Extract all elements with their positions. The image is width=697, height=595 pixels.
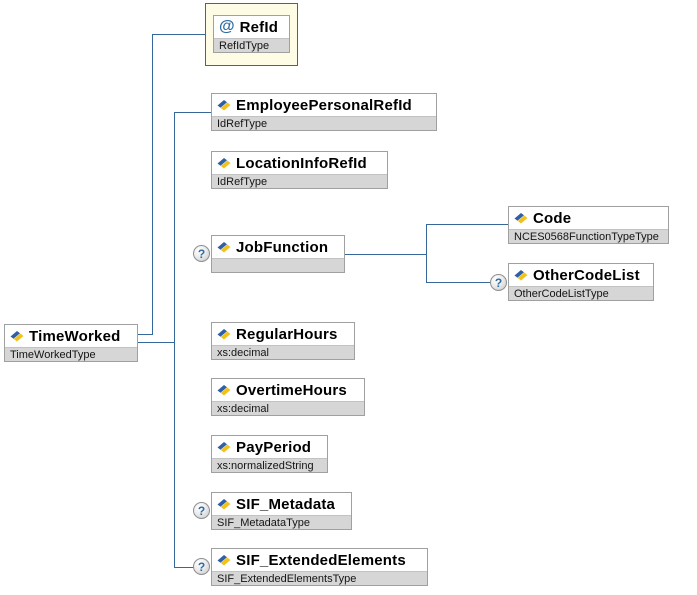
element-icon xyxy=(514,269,528,282)
element-type: RefIdType xyxy=(214,38,289,52)
element-box-overtimehours[interactable]: OvertimeHours xs:decimal xyxy=(211,378,365,416)
connector-line xyxy=(426,224,427,283)
connector-line xyxy=(174,567,194,568)
element-name: SIF_Metadata xyxy=(236,495,336,513)
element-header: TimeWorked xyxy=(5,325,137,347)
element-box-sif-extendedelements[interactable]: SIF_ExtendedElements SIF_ExtendedElement… xyxy=(211,548,428,586)
element-icon xyxy=(217,241,231,254)
element-header: SIF_ExtendedElements xyxy=(212,549,427,571)
element-header: @ RefId xyxy=(214,16,289,38)
element-type: xs:decimal xyxy=(212,345,354,359)
connector-line xyxy=(174,112,211,113)
element-header: RegularHours xyxy=(212,323,354,345)
element-type: IdRefType xyxy=(212,174,387,188)
element-type: OtherCodeListType xyxy=(509,286,653,300)
connector-line xyxy=(426,224,508,225)
optional-indicator-icon: ? xyxy=(193,245,210,262)
element-header: PayPeriod xyxy=(212,436,327,458)
optional-indicator-icon: ? xyxy=(490,274,507,291)
element-name: RegularHours xyxy=(236,325,338,343)
element-box-jobfunction[interactable]: JobFunction xyxy=(211,235,345,273)
optional-indicator-icon: ? xyxy=(193,558,210,575)
element-header: LocationInfoRefId xyxy=(212,152,387,174)
element-box-employeepersonalrefid[interactable]: EmployeePersonalRefId IdRefType xyxy=(211,93,437,131)
element-box-othercodelist[interactable]: OtherCodeList OtherCodeListType xyxy=(508,263,654,301)
element-name: EmployeePersonalRefId xyxy=(236,96,412,114)
attribute-box-refid[interactable]: @ RefId RefIdType xyxy=(213,15,290,53)
element-name: TimeWorked xyxy=(29,327,121,345)
element-header: OtherCodeList xyxy=(509,264,653,286)
element-icon xyxy=(217,384,231,397)
connector-line xyxy=(345,254,426,255)
element-header: OvertimeHours xyxy=(212,379,364,401)
attribute-at-icon: @ xyxy=(219,18,235,35)
element-icon xyxy=(514,212,528,225)
element-header: SIF_Metadata xyxy=(212,493,351,515)
element-icon xyxy=(10,330,24,343)
element-type: SIF_MetadataType xyxy=(212,515,351,529)
attribute-container-refid: @ RefId RefIdType xyxy=(205,3,298,66)
element-type: xs:decimal xyxy=(212,401,364,415)
element-name: SIF_ExtendedElements xyxy=(236,551,406,569)
element-type: IdRefType xyxy=(212,116,436,130)
element-name: OvertimeHours xyxy=(236,381,347,399)
optional-indicator-icon: ? xyxy=(193,502,210,519)
connector-line xyxy=(136,342,174,343)
connector-line xyxy=(152,34,153,335)
element-header: EmployeePersonalRefId xyxy=(212,94,436,116)
connector-line xyxy=(136,334,153,335)
element-box-payperiod[interactable]: PayPeriod xs:normalizedString xyxy=(211,435,328,473)
element-header: Code xyxy=(509,207,668,229)
element-type: SIF_ExtendedElementsType xyxy=(212,571,427,585)
element-name: PayPeriod xyxy=(236,438,312,456)
element-name: RefId xyxy=(239,18,279,36)
element-header: JobFunction xyxy=(212,236,344,258)
element-icon xyxy=(217,498,231,511)
connector-line xyxy=(174,112,175,568)
element-box-timeworked[interactable]: TimeWorked TimeWorkedType xyxy=(4,324,138,362)
element-icon xyxy=(217,554,231,567)
element-icon xyxy=(217,157,231,170)
element-box-sif-metadata[interactable]: SIF_Metadata SIF_MetadataType xyxy=(211,492,352,530)
element-name: Code xyxy=(533,209,572,227)
element-box-code[interactable]: Code NCES0568FunctionTypeType xyxy=(508,206,669,244)
element-type xyxy=(212,258,344,272)
element-icon xyxy=(217,441,231,454)
element-type: NCES0568FunctionTypeType xyxy=(509,229,668,243)
element-name: LocationInfoRefId xyxy=(236,154,367,172)
element-box-locationinforefid[interactable]: LocationInfoRefId IdRefType xyxy=(211,151,388,189)
element-icon xyxy=(217,99,231,112)
connector-line xyxy=(426,282,491,283)
element-name: JobFunction xyxy=(236,238,329,256)
connector-line xyxy=(152,34,205,35)
element-name: OtherCodeList xyxy=(533,266,640,284)
element-icon xyxy=(217,328,231,341)
element-box-regularhours[interactable]: RegularHours xs:decimal xyxy=(211,322,355,360)
element-type: TimeWorkedType xyxy=(5,347,137,361)
element-type: xs:normalizedString xyxy=(212,458,327,472)
